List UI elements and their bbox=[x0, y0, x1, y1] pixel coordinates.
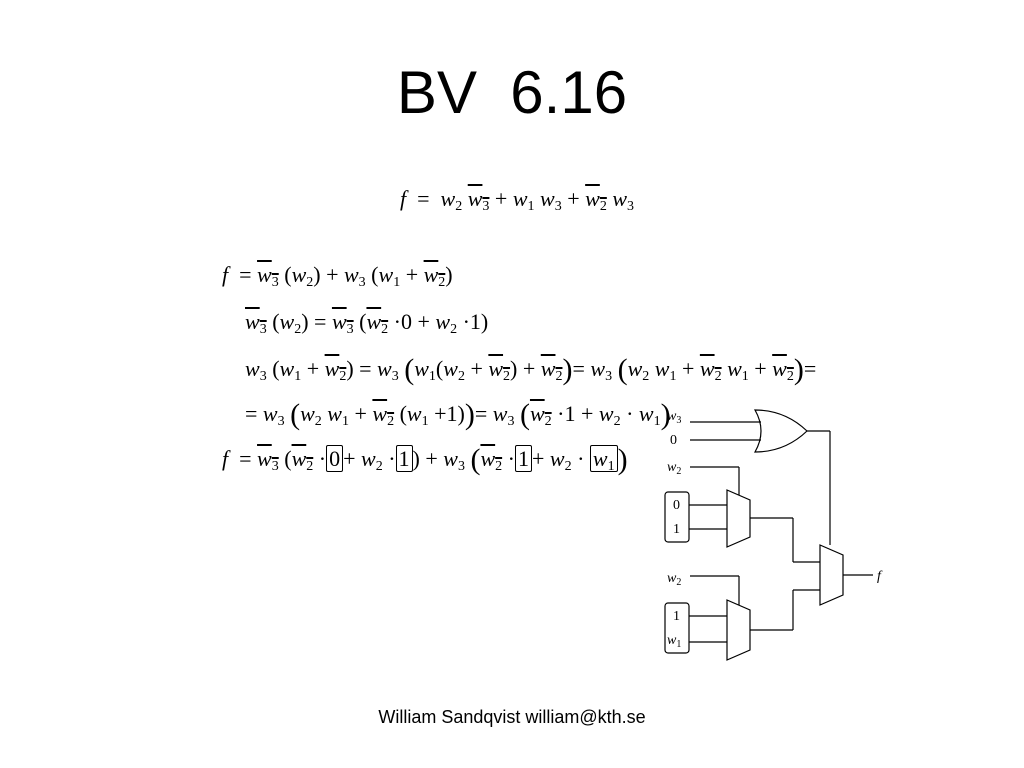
output-label: f bbox=[877, 569, 883, 584]
mux-top-inputs-box bbox=[664, 491, 690, 543]
mux-top-data-0: 0 bbox=[673, 498, 680, 513]
mux-bottom-inputs-box bbox=[664, 602, 690, 654]
equation-term-1: w3 (w2) = w3 (w2 ·0 + w2 ·1) bbox=[245, 309, 489, 337]
mux-top-select-label: w2 bbox=[667, 460, 681, 477]
slide-title: BV 6.16 bbox=[396, 59, 628, 126]
or-input-label-2: 0 bbox=[670, 433, 677, 448]
footer-author: William Sandqvist william@kth.se bbox=[378, 707, 646, 727]
or-gate bbox=[753, 409, 808, 453]
mux-bottom-select-label: w2 bbox=[667, 571, 681, 588]
mux-top-data-1: 1 bbox=[673, 522, 680, 537]
mux-final bbox=[819, 544, 844, 606]
mux-bottom-data-0: 1 bbox=[673, 609, 680, 624]
or-input-label-1: w3 bbox=[667, 409, 681, 426]
equation-result: f = w3 (w2 ·0+ w2 ·1) + w3 (w2 ·1+ w2 · … bbox=[222, 443, 628, 476]
mux-bottom-data-1: w1 bbox=[667, 633, 681, 650]
mux-bottom bbox=[726, 599, 751, 661]
circuit-diagram: w3 0 w2 0 1 w2 1 w1 f bbox=[664, 409, 883, 661]
equation-expansion: f = w3 (w2) + w3 (w1 + w2) bbox=[222, 262, 453, 290]
equation-main: f = w2 w3 + w1 w3 + w2 w3 bbox=[400, 186, 635, 214]
equation-term-2: w3 (w1 + w2) = w3 (w1(w2 + w2) + w2)= w3… bbox=[245, 353, 817, 386]
mux-top bbox=[726, 489, 751, 548]
equation-term-2-cont: = w3 (w2 w1 + w2 (w1 +1))= w3 (w2 ·1 + w… bbox=[245, 398, 671, 431]
